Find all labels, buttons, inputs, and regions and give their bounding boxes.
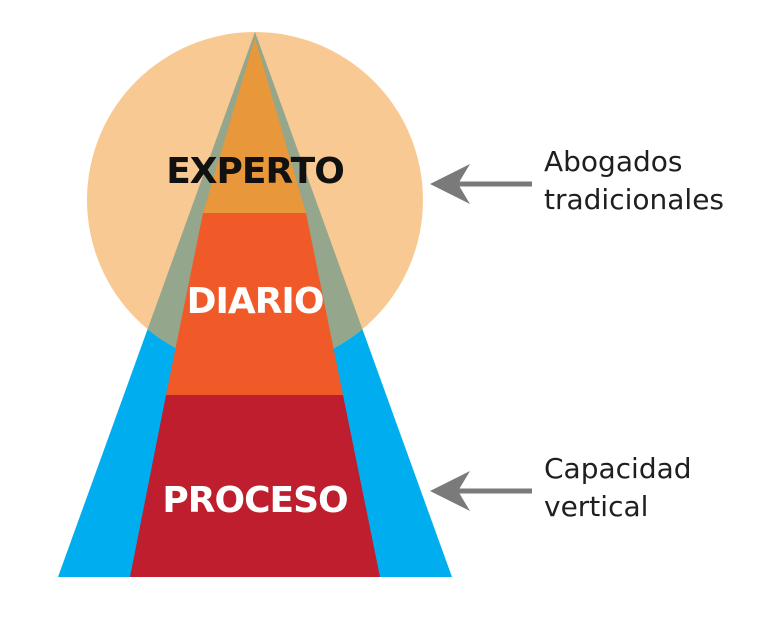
tier-middle — [166, 213, 343, 395]
tier-label-experto: EXPERTO — [166, 151, 344, 192]
tier-bottom — [130, 395, 380, 577]
tier-top — [203, 38, 306, 213]
arrow-left-icon — [430, 164, 532, 204]
annotation-capacidad-vertical: Capacidad vertical — [544, 450, 692, 526]
annotation-abogados-tradicionales: Abogados tradicionales — [544, 143, 724, 219]
tier-label-proceso: PROCESO — [162, 480, 347, 521]
arrow-left-icon — [430, 471, 532, 511]
annotation-line: vertical — [544, 490, 649, 523]
annotation-line: Abogados — [544, 145, 683, 178]
annotation-line: Capacidad — [544, 452, 692, 485]
annotation-line: tradicionales — [544, 183, 725, 216]
tier-label-diario: DIARIO — [187, 281, 324, 322]
